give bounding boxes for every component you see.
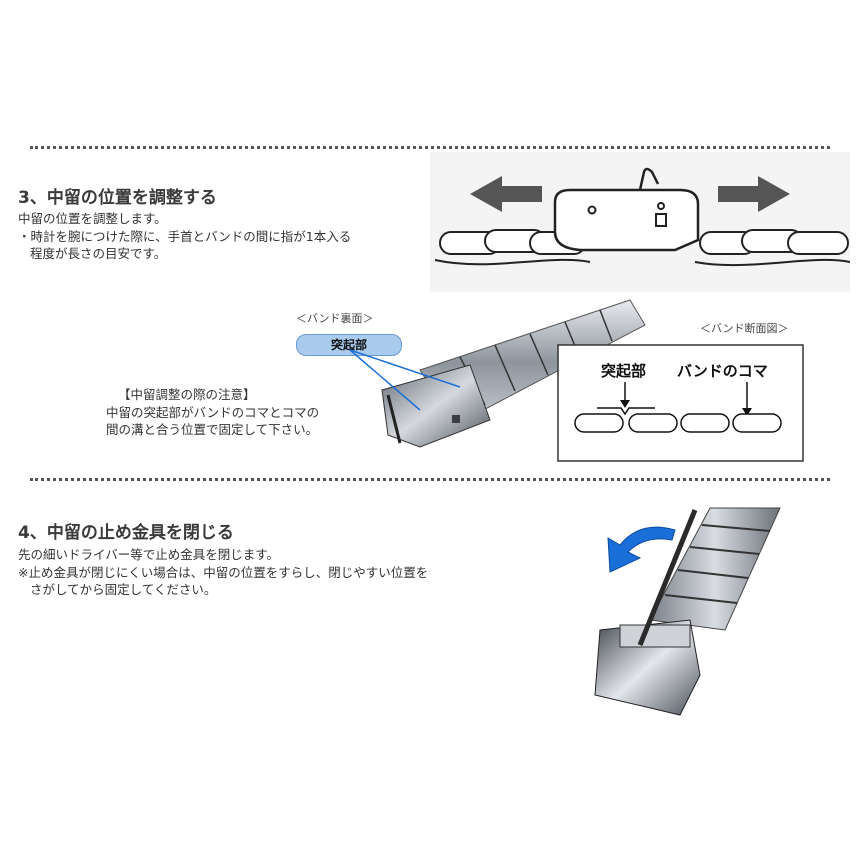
step4-line2: ※止め金具が閉じにくい場合は、中留の位置をすらし、閉じやすい位置を [18,565,429,580]
clasp-closing-photo [594,507,781,716]
cross-section-label: ＜バンド断面図＞ [700,322,789,335]
cross-section-diagram: 突起部 バンドのコマ [557,344,804,462]
step4-line1: 先の細いドライバー等で止め金具を閉じます。 [18,547,280,562]
step3-line2: ・時計を腕につけた際に、手首とバンドの間に指が1本入る [18,229,352,244]
step3-title: 3、中留の位置を調整する [18,188,217,208]
protrusion-label: 突起部 [601,362,646,380]
band-adjust-illustration [430,152,850,292]
protrusion-pill: 突起部 [296,334,402,356]
step3-line3: 程度が長さの目安です。 [30,246,167,261]
arrow-right-icon [718,176,790,212]
band-back-label: ＜バンド裏面＞ [296,312,374,325]
note-title: 【中留調整の際の注意】 [118,387,256,402]
arrow-left-icon [470,176,542,212]
rotate-arrow-icon [607,526,676,573]
note-line1: 中留の突起部がバンドのコマとコマの [106,405,320,420]
step4-title: 4、中留の止め金具を閉じる [18,523,234,543]
divider-middle [30,478,830,481]
step4-line3: さがしてから固定してください。 [30,582,217,597]
divider-top [30,146,830,149]
band-link-label: バンドのコマ [677,362,768,380]
callout-lines [349,349,461,411]
band-back-photo [381,299,646,448]
note-line2: 間の溝と合う位置で固定して下さい。 [106,422,319,437]
step3-line1: 中留の位置を調整します。 [18,211,167,226]
